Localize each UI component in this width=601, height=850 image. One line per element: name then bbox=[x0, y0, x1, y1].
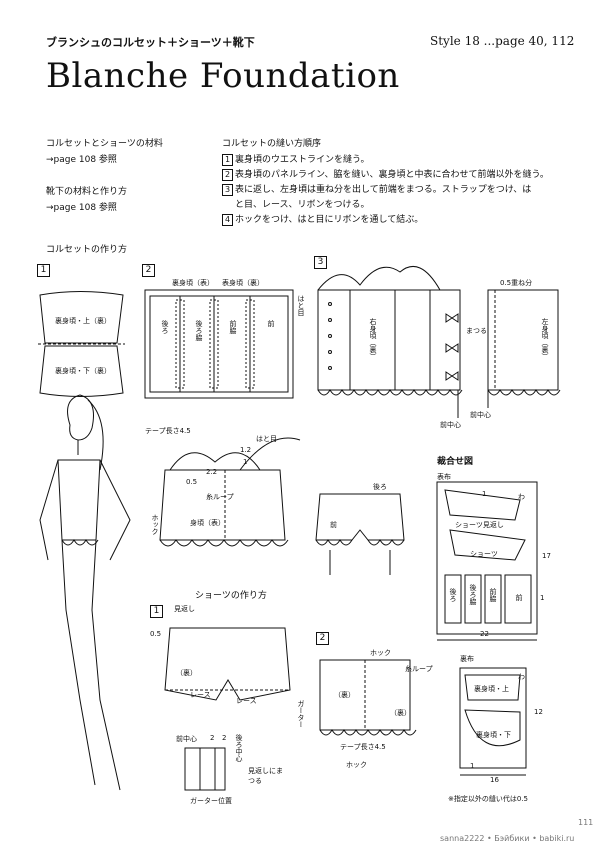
shorts-waist-detail-diagram bbox=[184, 747, 226, 791]
layout-dim-16: 16 bbox=[490, 776, 499, 784]
lace-label-2: レース bbox=[236, 697, 257, 705]
style-reference: Style 18 ...page 40, 112 bbox=[430, 34, 575, 48]
corset-howto-heading: コルセットの作り方 bbox=[46, 245, 128, 255]
sewing-step-3-cont: と目、レース、リボンをつける。 bbox=[235, 200, 370, 210]
body-right-side-label: 身頃（表） bbox=[190, 519, 225, 527]
center-front-label-2: 前中心 bbox=[470, 411, 491, 419]
shorts-back-diagram bbox=[315, 493, 405, 575]
detail-dim-1-2: 1.2 bbox=[240, 446, 252, 454]
page-subtitle: ブランシュのコルセット＋ショーツ＋靴下 bbox=[46, 36, 255, 49]
layout-shorts-facing-label: ショーツ見返し bbox=[455, 521, 504, 529]
lining-lower-label: 裏身頃・下（裏） bbox=[55, 367, 111, 375]
side-back-panel-label: 後ろ脇 bbox=[195, 320, 203, 341]
shorts-step2-number: 2 bbox=[316, 632, 329, 645]
thread-loop-label: 糸ループ bbox=[206, 493, 234, 501]
footer-credit: sanna2222 • Бэйбики • babiki.ru bbox=[440, 834, 575, 843]
outer-fabric-label: 表布 bbox=[437, 473, 451, 481]
fashion-figure-illustration bbox=[39, 394, 131, 791]
layout-dim-12: 12 bbox=[534, 708, 543, 716]
waist-dim-2b: 2 bbox=[222, 734, 227, 742]
side-front-panel-label: 前脇 bbox=[229, 320, 237, 334]
layout-front-label: 前 bbox=[515, 594, 523, 601]
layout-dim-22: 22 bbox=[480, 630, 489, 638]
detail-eyelet-label: はと目 bbox=[256, 435, 277, 443]
layout-dim-1c: 1 bbox=[470, 762, 475, 770]
detail-dim-1: 1 bbox=[243, 458, 248, 466]
seam-allowance-note: ※指定以外の縫い代は0.5 bbox=[448, 795, 528, 803]
lining-right-side-label: 裏身頃（表） bbox=[172, 279, 214, 287]
shorts-front-label: 前 bbox=[330, 521, 337, 529]
corset-shorts-materials-ref: →page 108 参照 bbox=[46, 155, 117, 165]
socks-materials-ref: →page 108 参照 bbox=[46, 203, 117, 213]
layout-shorts-label: ショーツ bbox=[470, 550, 498, 558]
eyelet-label: はと目 bbox=[297, 295, 305, 316]
shorts-step1-number: 1 bbox=[150, 605, 163, 618]
corset-shorts-materials-heading: コルセットとショーツの材料 bbox=[46, 139, 163, 149]
facing-label: 見返し bbox=[174, 605, 195, 613]
left-body-label: 左身頃（裏） bbox=[541, 318, 549, 360]
page-title: Blanche Foundation bbox=[46, 56, 400, 96]
layout-side-front-label: 前脇 bbox=[489, 588, 497, 602]
garter-label: ガーター bbox=[297, 700, 305, 728]
step1-number: 1 bbox=[37, 264, 50, 277]
shorts-tape-label: テープ長さ4.5 bbox=[340, 743, 386, 751]
shorts-back-label: 後ろ bbox=[373, 483, 387, 491]
layout-dim-1b: 1 bbox=[540, 594, 545, 602]
shorts-step2-wrong-side-2: （裏） bbox=[390, 709, 411, 717]
layout-lining-lower-label: 裏身頃・下 bbox=[476, 731, 511, 739]
step2-panels-diagram bbox=[144, 289, 294, 399]
step3-corset-diagram bbox=[317, 266, 561, 418]
lining-upper-label: 裏身頃・上（裏） bbox=[55, 317, 111, 325]
waist-center-front-label: 前中心 bbox=[176, 735, 197, 743]
cutting-layout-diagram bbox=[436, 481, 538, 776]
back-panel-label: 後ろ bbox=[161, 320, 169, 334]
garter-position-label: ガーター位置 bbox=[190, 797, 232, 805]
lining-fabric-label: 裏布 bbox=[460, 655, 474, 663]
overlap-label: 0.5重ね分 bbox=[500, 279, 533, 287]
outer-wrong-side-label: 表身頃（裏） bbox=[222, 279, 264, 287]
sewing-order-heading: コルセットの縫い方順序 bbox=[222, 139, 322, 149]
layout-fold-label-2: わ bbox=[518, 673, 525, 681]
right-body-label: 右身頃（裏） bbox=[369, 318, 377, 360]
shorts-step1-diagram bbox=[164, 627, 291, 701]
page-number: 111 bbox=[578, 818, 594, 827]
step3-number: 3 bbox=[314, 256, 327, 269]
corset-detail-diagram bbox=[159, 437, 301, 547]
hook-label: ホック bbox=[151, 514, 159, 535]
shorts-thread-loop-label: 糸ループ bbox=[405, 665, 433, 673]
layout-dim-17: 17 bbox=[542, 552, 551, 560]
layout-side-back-label: 後ろ脇 bbox=[469, 584, 477, 605]
shorts-hook-label: ホック bbox=[370, 649, 391, 657]
layout-lining-upper-label: 裏身頃・上 bbox=[474, 685, 509, 693]
step1-lining-diagram bbox=[38, 291, 125, 397]
waist-dim-2a: 2 bbox=[210, 734, 215, 742]
shorts-howto-heading: ショーツの作り方 bbox=[195, 591, 267, 601]
shorts-hook-label-2: ホック bbox=[346, 761, 367, 769]
step2-number: 2 bbox=[142, 264, 155, 277]
facing-whipstitch-label: 見返しにまつる bbox=[248, 767, 283, 785]
shorts-dim-0-5: 0.5 bbox=[150, 630, 162, 638]
detail-dim-0-5: 0.5 bbox=[186, 478, 198, 486]
layout-back-label: 後ろ bbox=[449, 588, 457, 602]
waist-center-back-label: 後ろ中心 bbox=[235, 734, 243, 762]
layout-fold-label: わ bbox=[518, 493, 525, 501]
shorts-step2-wrong-side-1: （裏） bbox=[334, 691, 355, 699]
whipstitch-label: まつる bbox=[466, 327, 487, 335]
front-panel-label: 前 bbox=[267, 320, 275, 327]
shorts-step2-diagram bbox=[319, 659, 417, 736]
cutting-layout-heading: 裁合せ図 bbox=[437, 457, 474, 467]
tape-length-label: テープ長さ4.5 bbox=[145, 427, 191, 435]
lace-label-1: レース bbox=[190, 691, 211, 699]
detail-dim-2-2: 2.2 bbox=[206, 468, 218, 476]
socks-materials-heading: 靴下の材料と作り方 bbox=[46, 187, 128, 197]
layout-dim-1a: 1 bbox=[482, 490, 487, 498]
shorts-wrong-side-label: （裏） bbox=[176, 669, 197, 677]
center-front-label-1: 前中心 bbox=[440, 421, 461, 429]
